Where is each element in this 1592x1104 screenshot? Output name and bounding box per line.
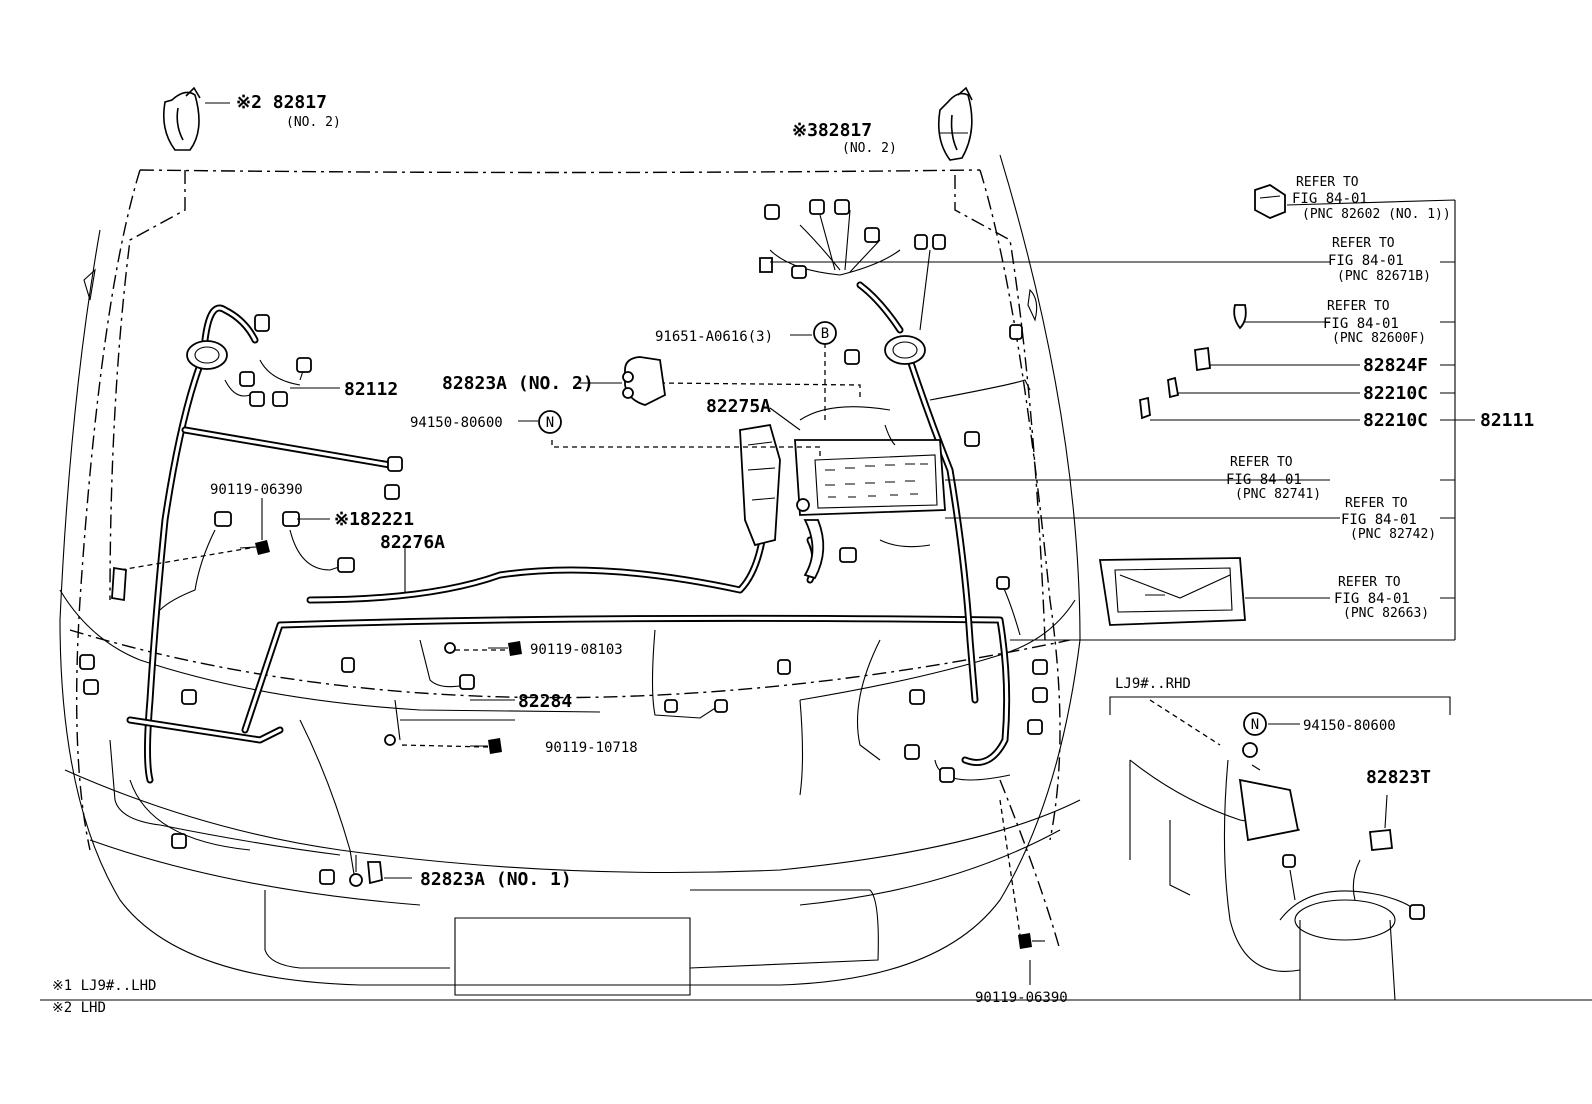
rhd-inset: [1109, 696, 1451, 1001]
label-82817-right: ※382817: [792, 120, 872, 141]
refer-82602: REFER TO FIG 84-01 (PNC 82602 (NO. 1)): [1292, 175, 1451, 222]
label-94150-top: 94150-80600: [410, 415, 503, 431]
label-82823A-no1: 82823A (NO. 1): [420, 869, 572, 890]
label-82817-right-sub: (NO. 2): [842, 141, 897, 156]
label-82823T: 82823T: [1366, 767, 1431, 788]
refer-line1: REFER TO: [1230, 455, 1293, 470]
label-82221: ※182221: [334, 509, 414, 530]
refer-line3: (PNC 82600F): [1332, 331, 1426, 346]
refer-line3: (PNC 82742): [1350, 527, 1436, 542]
dashed-leaders: [119, 343, 1221, 936]
note-2: ※2 LHD: [52, 1000, 106, 1016]
refer-line3: (PNC 82671B): [1337, 269, 1431, 284]
label-82112: 82112: [344, 379, 398, 400]
label-82823A-no2: 82823A (NO. 2): [442, 373, 594, 394]
refer-line2: FIG 84-01: [1341, 512, 1417, 528]
misc-clips: [111, 356, 666, 887]
connectors: [79, 199, 1048, 885]
label-82824F: 82824F: [1363, 355, 1428, 376]
label-91651: 91651-A0616(3): [655, 329, 773, 345]
car-body-outline: [40, 154, 1592, 1001]
refer-line2: FIG 84-01: [1328, 253, 1404, 269]
refer-82741: REFER TO FIG 84-01 (PNC 82741): [1226, 455, 1321, 502]
refer-line3: (PNC 82602 (NO. 1)): [1302, 207, 1451, 222]
badge-n-inset-icon: N: [1243, 712, 1267, 736]
label-82111: 82111: [1480, 410, 1534, 431]
label-82210C-a: 82210C: [1363, 383, 1428, 404]
refer-line1: REFER TO: [1345, 496, 1408, 511]
refer-82600F: REFER TO FIG 84-01 (PNC 82600F): [1323, 299, 1426, 346]
label-82284: 82284: [518, 691, 572, 712]
grommet-left: [186, 340, 228, 370]
shield-left-82817: [162, 86, 201, 151]
refer-line2: FIG 84-01: [1323, 316, 1399, 332]
refer-line1: REFER TO: [1296, 175, 1359, 190]
refer-82742: REFER TO FIG 84-01 (PNC 82742): [1341, 496, 1436, 542]
shield-right-82817: [937, 86, 973, 161]
badge-n-icon: N: [538, 410, 562, 434]
refer-line2: FIG 84-01: [1292, 191, 1368, 207]
refer-82663: REFER TO FIG 84-01 (PNC 82663): [1334, 575, 1429, 621]
label-82817-left: ※2 82817: [236, 92, 327, 113]
refer-line3: (PNC 82741): [1235, 487, 1321, 502]
badge-n-text: N: [546, 415, 554, 431]
refer-line3: (PNC 82663): [1343, 606, 1429, 621]
inset-title: LJ9#..RHD: [1115, 676, 1191, 692]
bolt-icons: [239, 540, 1045, 949]
badge-b-text: B: [821, 326, 829, 342]
refer-blocks: REFER TO FIG 84-01 (PNC 82602 (NO. 1)) R…: [1226, 175, 1451, 621]
label-90119-10718: 90119-10718: [545, 740, 638, 756]
label-90119-06390-top: 90119-06390: [210, 482, 303, 498]
refer-line1: REFER TO: [1332, 236, 1395, 251]
refer-82671B: REFER TO FIG 84-01 (PNC 82671B): [1328, 236, 1431, 284]
label-94150-inset: 94150-80600: [1303, 718, 1396, 734]
junction-block-82275A: [739, 406, 946, 580]
grommet-right: [884, 335, 926, 365]
label-82275A: 82275A: [706, 396, 771, 417]
label-82817-left-sub: (NO. 2): [286, 115, 341, 130]
label-82276A: 82276A: [380, 532, 445, 553]
refer-line1: REFER TO: [1327, 299, 1390, 314]
label-82210C-b: 82210C: [1363, 410, 1428, 431]
refer-line2: FIG 84-01: [1334, 591, 1410, 607]
refer-line1: REFER TO: [1338, 575, 1401, 590]
part-labels: ※2 82817 (NO. 2) ※382817 (NO. 2) 82112 9…: [52, 92, 1534, 1016]
leader-lines: [205, 102, 1475, 985]
refer-line2: FIG 84-01: [1226, 472, 1302, 488]
harness-wires: [109, 209, 1060, 881]
note-1: ※1 LJ9#..LHD: [52, 978, 156, 994]
badge-b-icon: B: [813, 321, 837, 345]
label-90119-08103: 90119-08103: [530, 642, 623, 658]
badge-n-inset-text: N: [1251, 717, 1259, 733]
sub-parts-right: [1098, 184, 1286, 626]
label-90119-06390-bottom: 90119-06390: [975, 990, 1068, 1006]
